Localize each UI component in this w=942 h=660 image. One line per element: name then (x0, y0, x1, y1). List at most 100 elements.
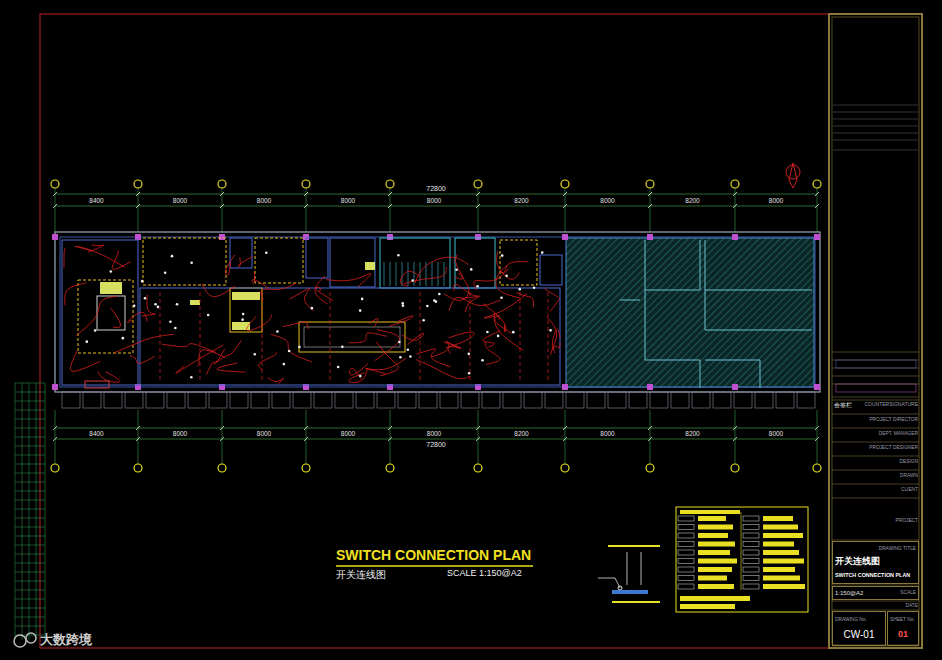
dimension-tick (304, 204, 308, 208)
room-outline (230, 288, 262, 332)
index-grid (15, 392, 45, 393)
title-row-line (832, 456, 919, 457)
light-fixture (169, 320, 172, 323)
switch-wire (162, 344, 216, 353)
light-fixture (549, 329, 552, 332)
switch-wire (160, 292, 161, 382)
light-fixture (518, 288, 521, 291)
facade-bay (650, 392, 668, 408)
column (219, 234, 225, 240)
light-fixture (541, 251, 544, 254)
partition-line (705, 360, 760, 388)
switch-wire (200, 292, 201, 382)
dimension-tick (136, 204, 140, 208)
north-arrow (789, 163, 797, 188)
dimension: 72800 (425, 441, 446, 449)
index-grid (15, 599, 45, 600)
index-grid (15, 518, 45, 519)
switch-wire (330, 292, 331, 382)
light-fixture (399, 356, 402, 359)
dimension-tick (220, 204, 224, 208)
index-grid (15, 572, 45, 573)
light-fixture (190, 261, 193, 264)
index-grid (15, 383, 45, 384)
index-grid (15, 428, 45, 429)
index-grid (22, 383, 23, 640)
switch-wire (70, 351, 100, 371)
dimension: 8000 (256, 197, 272, 204)
index-grid (15, 419, 45, 420)
light-fixture (133, 305, 136, 308)
dimension: 8000 (172, 430, 188, 437)
partition-line (745, 330, 812, 331)
facade-bay (608, 392, 626, 408)
dimension-tick (476, 426, 480, 430)
title-block-text: SWITCH CONNECTION PLAN (835, 573, 910, 579)
column (52, 234, 58, 240)
switch-wire (497, 251, 520, 279)
title-row-line (833, 140, 918, 141)
dimension-line (55, 428, 817, 429)
dimension-tick (388, 426, 392, 430)
title-block-text: 1:150@A2 (835, 590, 863, 597)
dimension: 8000 (340, 197, 356, 204)
title-field: PROJECT (896, 518, 918, 523)
facade-bay (125, 392, 143, 408)
facade-bay (209, 392, 227, 408)
light-fixture (207, 314, 210, 317)
stair-tread (384, 262, 385, 286)
room-outline (306, 238, 328, 278)
facade-bay (671, 392, 689, 408)
axis-bubble (386, 180, 394, 188)
switch-wire (470, 292, 471, 382)
facade-bay (398, 392, 416, 408)
switch-wire (547, 317, 557, 355)
dimension: 8000 (426, 197, 442, 204)
facade-bay (62, 392, 80, 408)
index-grid (15, 491, 45, 492)
facade-bay (692, 392, 710, 408)
switch-wire (548, 292, 549, 382)
light-fixture (497, 335, 500, 338)
light-fixture (242, 313, 245, 316)
dimension-tick (388, 437, 392, 441)
index-grid (45, 383, 46, 640)
door (85, 381, 109, 388)
light-fixture (411, 279, 414, 282)
light-fixture (409, 355, 412, 358)
index-grid (15, 473, 45, 474)
switch-wire (262, 292, 263, 382)
dimension-tick (733, 204, 737, 208)
switch-wire (130, 356, 155, 364)
light-fixture (341, 346, 344, 349)
switch-panel (365, 262, 375, 270)
index-grid (15, 446, 45, 447)
switch-wire (315, 287, 333, 300)
stair-tread (414, 262, 415, 286)
title-field: DEPT. MANAGER (879, 431, 918, 436)
watermark-logo (14, 635, 26, 647)
title-block-text: SHEET No. (890, 617, 915, 622)
switch-wire (315, 277, 328, 305)
light-fixture (433, 299, 436, 302)
dimension: 8200 (684, 430, 700, 437)
switch-wire (128, 312, 148, 322)
switch-wire (268, 378, 284, 384)
dimension-tick (733, 437, 737, 441)
switch-wire (112, 250, 130, 269)
dimension-tick (220, 437, 224, 441)
dimension-tick (648, 426, 652, 430)
room-outline (230, 238, 252, 268)
column (814, 234, 820, 240)
column (387, 234, 393, 240)
title-field: PROJECT DESIGNER (869, 445, 918, 450)
title-row-line (832, 601, 919, 602)
switch-wire (454, 284, 481, 296)
light-fixture (359, 375, 362, 378)
switch-wire (111, 308, 121, 327)
light-fixture (407, 348, 410, 351)
title-row-line (832, 647, 919, 648)
facade-bay (356, 392, 374, 408)
index-grid (15, 608, 45, 609)
switch-wire (484, 293, 527, 318)
